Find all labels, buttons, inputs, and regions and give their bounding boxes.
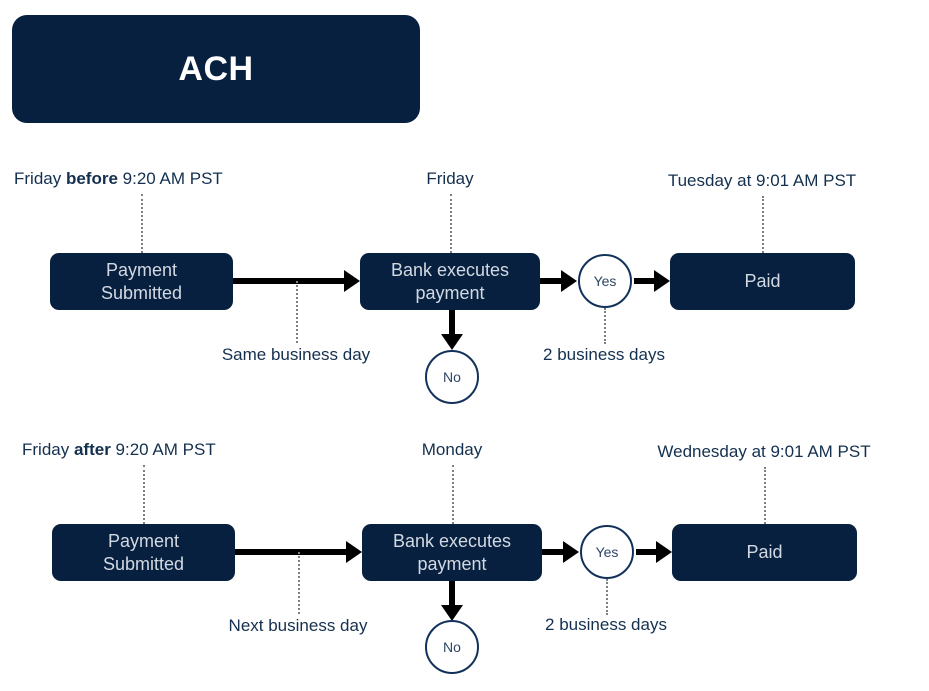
node-label: Payment Submitted	[100, 260, 183, 303]
caption-bank-day-row2: Monday	[421, 440, 483, 459]
node-no-row1[interactable]: No	[425, 350, 479, 404]
arrow-head-submitted-to-bank-row1	[344, 270, 360, 292]
ach-title-label: ACH	[178, 49, 254, 88]
arrow-bank-to-no-row1	[449, 310, 455, 336]
leader-line-submitted-row1	[141, 194, 143, 253]
arrow-bank-to-yes-row1	[540, 278, 563, 284]
caption-two-business-days-row1: 2 business days	[543, 345, 665, 364]
arrow-submitted-to-bank-row2	[235, 549, 347, 555]
node-label: Paid	[744, 271, 781, 292]
node-label: Paid	[746, 542, 783, 563]
node-payment-submitted-row2[interactable]: Payment Submitted	[52, 524, 235, 581]
caption-emphasis: after	[73, 440, 111, 459]
leader-line-paid-row1	[762, 196, 764, 253]
caption-paid-time-row1: Tuesday at 9:01 AM PST	[667, 171, 857, 190]
node-yes-row1[interactable]: Yes	[578, 254, 632, 308]
leader-line-edge2-row2	[606, 579, 608, 615]
leader-line-paid-row2	[764, 467, 766, 524]
node-label: No	[443, 639, 461, 655]
node-payment-submitted-row1[interactable]: Payment Submitted	[50, 253, 233, 310]
caption-next-business-day-row2: Next business day	[228, 616, 368, 635]
node-bank-executes-row1[interactable]: Bank executes payment	[360, 253, 540, 310]
arrow-yes-to-paid-row1	[634, 278, 655, 284]
node-label: No	[443, 369, 461, 385]
caption-two-business-days-row2: 2 business days	[545, 615, 667, 634]
arrow-submitted-to-bank-row1	[233, 278, 345, 284]
leader-line-edge1-row1	[296, 281, 298, 343]
caption-paid-time-row2: Wednesday at 9:01 AM PST	[657, 442, 871, 461]
arrow-head-bank-to-no-row2	[441, 605, 463, 621]
leader-line-bank-row1	[450, 194, 452, 253]
arrow-head-yes-to-paid-row2	[656, 541, 672, 563]
node-paid-row1[interactable]: Paid	[670, 253, 855, 310]
node-yes-row2[interactable]: Yes	[580, 525, 634, 579]
arrow-head-yes-to-paid-row1	[654, 270, 670, 292]
arrow-yes-to-paid-row2	[636, 549, 657, 555]
leader-line-edge1-row2	[298, 552, 300, 614]
node-label: Yes	[595, 544, 619, 560]
arrow-head-submitted-to-bank-row2	[346, 541, 362, 563]
caption-prefix: Friday	[22, 440, 74, 459]
leader-line-edge2-row1	[604, 308, 606, 344]
node-bank-executes-row2[interactable]: Bank executes payment	[362, 524, 542, 581]
arrow-head-bank-to-yes-row1	[561, 270, 577, 292]
arrow-head-bank-to-no-row1	[441, 334, 463, 350]
node-label: Yes	[593, 273, 617, 289]
caption-submitted-time-row1: Friday before 9:20 AM PST	[14, 169, 223, 189]
arrow-head-bank-to-yes-row2	[563, 541, 579, 563]
arrow-bank-to-no-row2	[449, 581, 455, 607]
node-no-row2[interactable]: No	[425, 620, 479, 674]
caption-suffix: 9:20 AM PST	[117, 169, 223, 188]
caption-suffix: 9:20 AM PST	[110, 440, 216, 459]
ach-title-badge: ACH	[12, 15, 420, 123]
leader-line-bank-row2	[452, 465, 454, 524]
node-label: Payment Submitted	[102, 531, 185, 574]
node-label: Bank executes payment	[390, 260, 510, 303]
leader-line-submitted-row2	[143, 465, 145, 524]
caption-same-business-day-row1: Same business day	[221, 345, 371, 364]
caption-bank-day-row1: Friday	[426, 169, 474, 188]
node-paid-row2[interactable]: Paid	[672, 524, 857, 581]
caption-emphasis: before	[65, 169, 118, 188]
node-label: Bank executes payment	[392, 531, 512, 574]
arrow-bank-to-yes-row2	[542, 549, 565, 555]
caption-prefix: Friday	[14, 169, 66, 188]
caption-submitted-time-row2: Friday after 9:20 AM PST	[22, 440, 216, 460]
